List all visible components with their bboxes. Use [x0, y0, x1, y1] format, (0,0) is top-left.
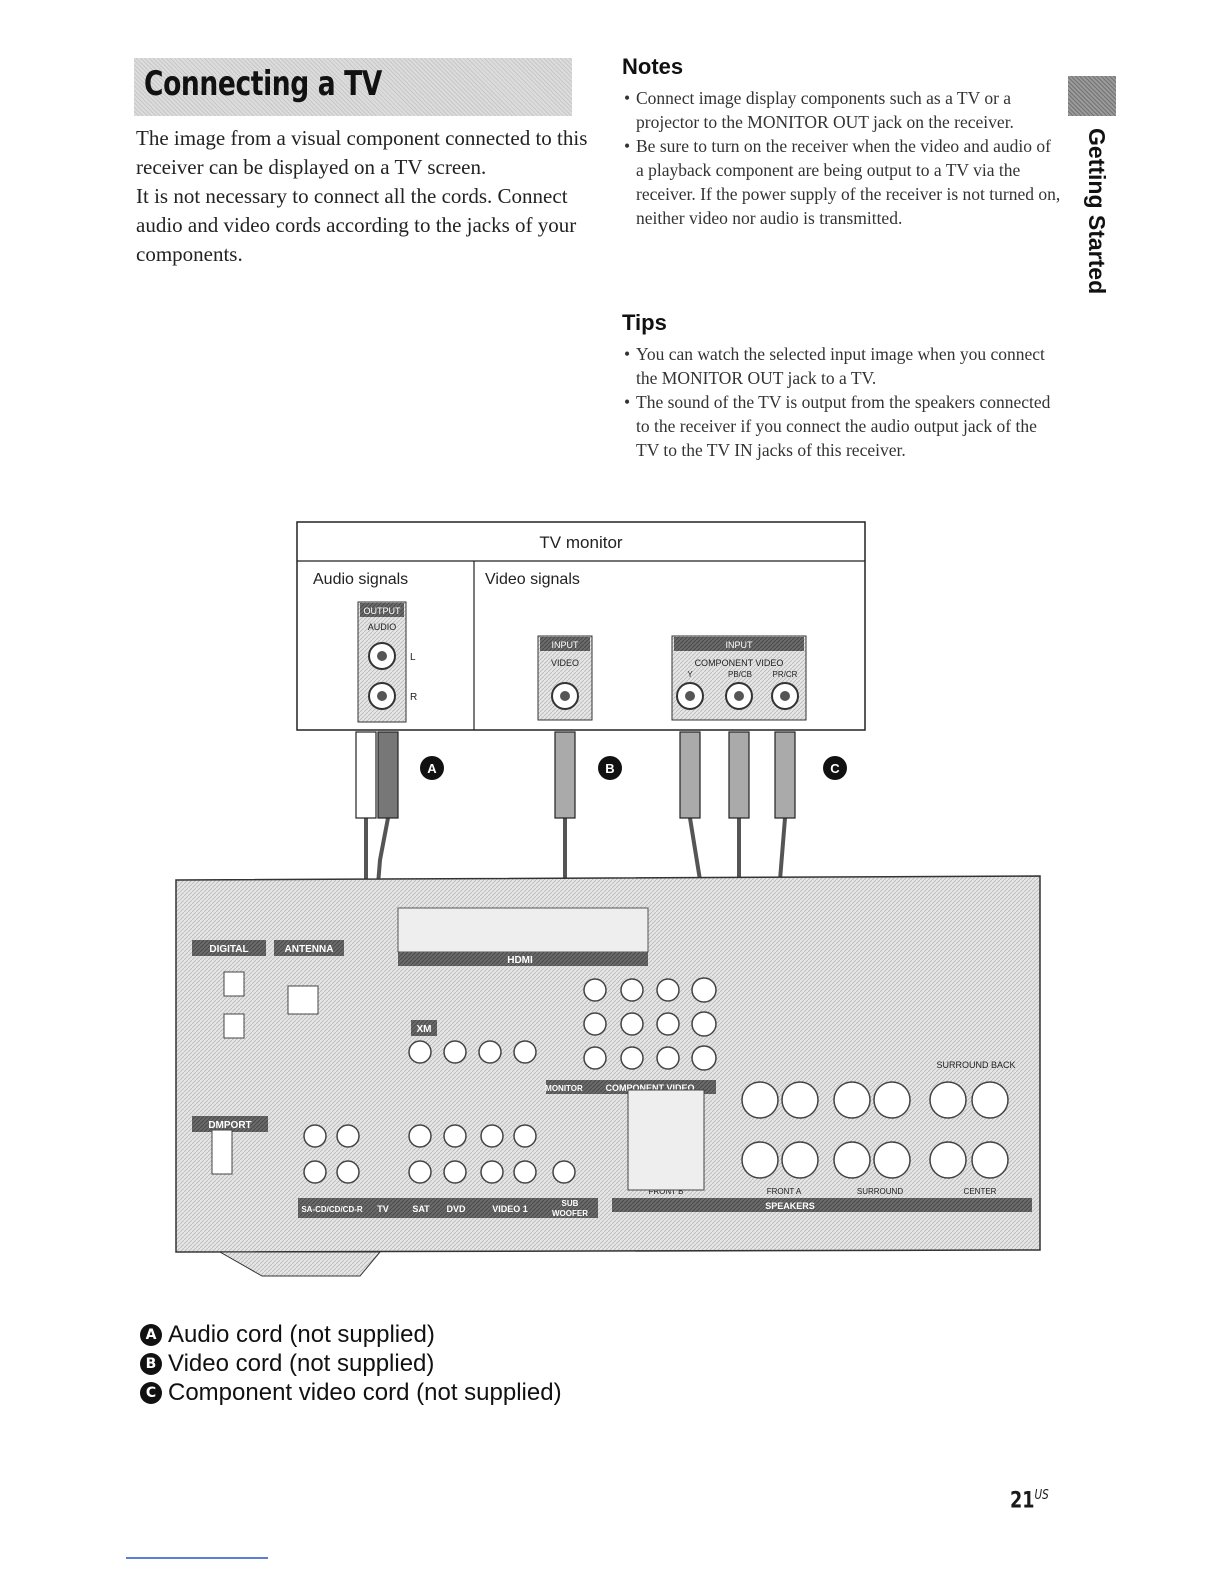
sat-label: SAT: [412, 1204, 430, 1214]
badge-c: C: [823, 756, 847, 780]
speakers-label: SPEAKERS: [765, 1201, 815, 1211]
sub-label: SUB: [562, 1199, 579, 1208]
legend-text-a: Audio cord (not supplied): [168, 1321, 435, 1348]
footer-rule: [126, 1557, 268, 1559]
tips-list: You can watch the selected input image w…: [622, 342, 1062, 462]
legend-badge-a: A: [140, 1323, 162, 1346]
hdmi-label: HDMI: [507, 955, 533, 966]
badge-b: B: [598, 756, 622, 780]
receiver-rear-panel: HDMI DIGITAL ANTENNA XM DMPORT MONITOR C…: [175, 875, 1041, 1277]
legend-row-a: A Audio cord (not supplied): [140, 1320, 562, 1349]
chapter-tab-marker: [1068, 76, 1116, 116]
video-signals-label: Video signals: [485, 571, 580, 588]
legend-badge-c: C: [140, 1381, 162, 1404]
dvd-label: DVD: [446, 1204, 466, 1214]
svg-text:B: B: [605, 761, 614, 776]
input-tag-component: INPUT: [726, 640, 754, 650]
woofer-label: WOOFER: [552, 1209, 588, 1218]
surround-label: SURROUND: [857, 1187, 903, 1196]
y-tag: Y: [687, 670, 693, 679]
intro-text: The image from a visual component connec…: [136, 124, 596, 269]
monitor-label: MONITOR: [545, 1084, 583, 1093]
output-tag: OUTPUT: [364, 606, 402, 616]
page-number-suffix: US: [1034, 1488, 1049, 1503]
svg-text:A: A: [427, 761, 437, 776]
front-b-label: FRONT B: [649, 1187, 684, 1196]
chapter-label: Getting Started: [1084, 128, 1110, 295]
tv-monitor-label: TV monitor: [539, 533, 622, 552]
jack-r-label: R: [410, 692, 417, 703]
video1-label: VIDEO 1: [492, 1204, 528, 1214]
tip-item: You can watch the selected input image w…: [622, 342, 1062, 390]
pr-tag: PR/CR: [773, 670, 798, 679]
svg-text:C: C: [830, 761, 840, 776]
digital-label: DIGITAL: [209, 944, 248, 955]
legend-badge-b: B: [140, 1352, 162, 1375]
legend-row-c: C Component video cord (not supplied): [140, 1378, 562, 1407]
intro-paragraph-2: It is not necessary to connect all the c…: [136, 184, 577, 266]
page-title: Connecting a TV: [144, 64, 382, 104]
notes-heading: Notes: [622, 54, 684, 79]
cord-legend: A Audio cord (not supplied) B Video cord…: [140, 1320, 562, 1407]
note-item: Connect image display components such as…: [622, 86, 1062, 134]
intro-paragraph-1: The image from a visual component connec…: [136, 126, 588, 179]
audio-tag: AUDIO: [368, 622, 397, 632]
xm-label: XM: [417, 1024, 432, 1035]
surround-back-label: SURROUND BACK: [936, 1060, 1015, 1070]
input-tag-video: INPUT: [552, 640, 580, 650]
center-label: CENTER: [964, 1187, 997, 1196]
notes-list: Connect image display components such as…: [622, 86, 1062, 230]
tv-monitor-box: TV monitor Audio signals Video signals O…: [296, 521, 866, 731]
legend-row-b: B Video cord (not supplied): [140, 1349, 562, 1378]
tv-in-label: TV: [377, 1204, 389, 1214]
front-a-label: FRONT A: [767, 1187, 802, 1196]
dmport-label: DMPORT: [208, 1120, 251, 1131]
jack-l-label: L: [410, 652, 416, 663]
pb-tag: PB/CB: [728, 670, 752, 679]
component-video-receiver-label: COMPONENT VIDEO: [605, 1083, 694, 1093]
antenna-label: ANTENNA: [285, 944, 334, 955]
page-number-value: 21: [1010, 1488, 1035, 1514]
sa-cd-label: SA-CD/CD/CD-R: [301, 1205, 363, 1214]
page-number: 21US: [1010, 1488, 1049, 1513]
legend-text-c: Component video cord (not supplied): [168, 1379, 562, 1406]
tips-heading: Tips: [622, 310, 667, 335]
audio-signals-label: Audio signals: [313, 571, 408, 588]
video-tag: VIDEO: [551, 658, 579, 668]
component-video-tag: COMPONENT VIDEO: [695, 658, 784, 668]
badge-a: A: [420, 756, 444, 780]
tip-item: The sound of the TV is output from the s…: [622, 390, 1062, 462]
title-banner: Connecting a TV: [134, 58, 572, 116]
note-item: Be sure to turn on the receiver when the…: [622, 134, 1062, 230]
legend-text-b: Video cord (not supplied): [168, 1350, 435, 1377]
